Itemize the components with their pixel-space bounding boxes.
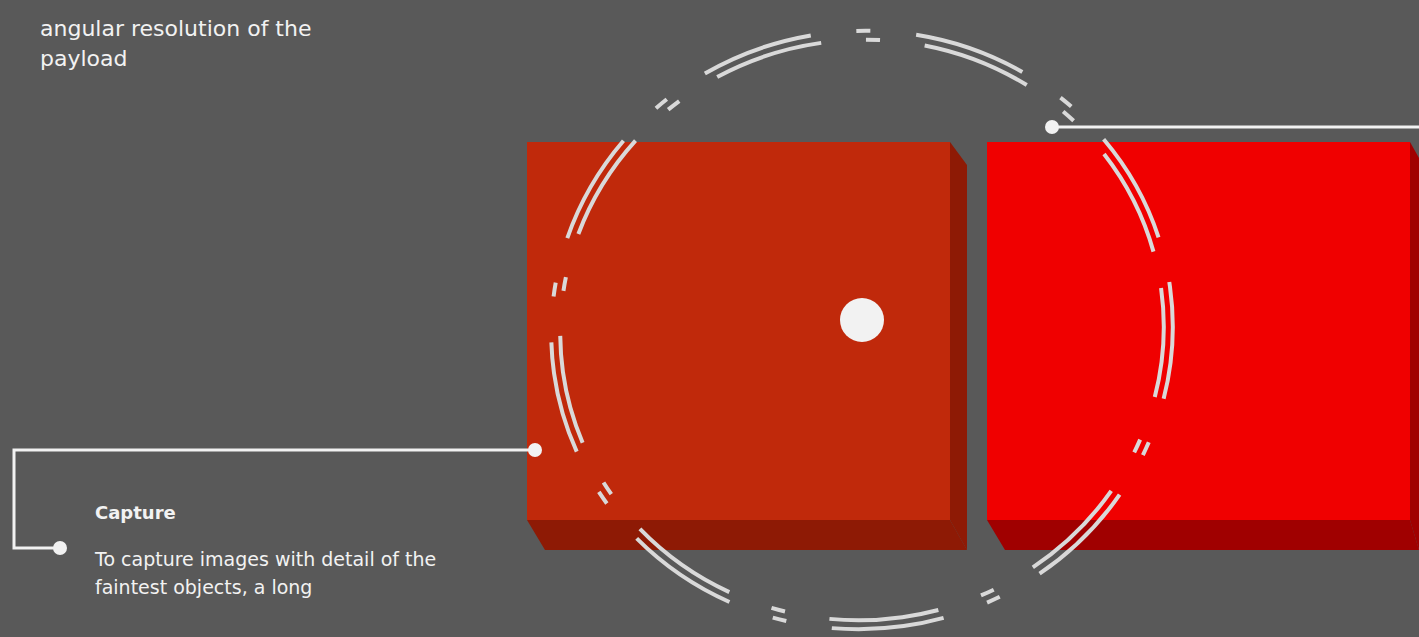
center-dot	[840, 298, 884, 342]
box-front	[527, 142, 950, 520]
box-front	[987, 142, 1410, 520]
ring-outer	[512, 0, 1211, 637]
callout-heading: Capture	[95, 500, 475, 526]
leader-line	[1052, 126, 1419, 129]
ring-inner	[523, 1, 1202, 637]
orbit-ring	[512, 0, 1211, 637]
leader-dot	[528, 443, 542, 457]
box-bottom	[987, 520, 1419, 550]
box-bottom	[527, 520, 967, 550]
callout-text: To capture images with detail of the fai…	[95, 545, 475, 601]
box-side	[950, 142, 967, 550]
leader-line	[14, 450, 535, 548]
box-side	[1410, 142, 1419, 550]
note-text: angular resolution of the payload	[40, 14, 340, 74]
leader-dot	[53, 541, 67, 555]
leader-dot	[1045, 120, 1059, 134]
